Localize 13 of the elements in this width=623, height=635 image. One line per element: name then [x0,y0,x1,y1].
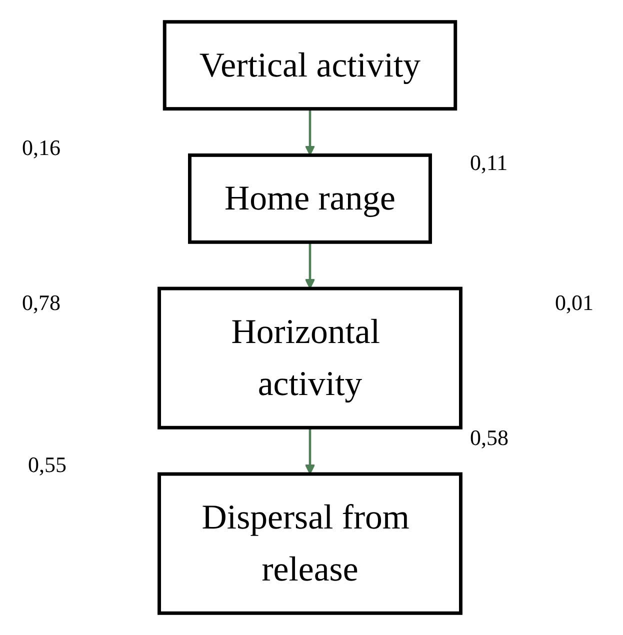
coefficient-label: 0,01 [555,290,594,316]
arrow [304,428,316,474]
arrow [304,108,316,156]
node-box: Home range [188,153,432,244]
coefficient-label: 0,58 [470,425,508,451]
coefficient-label: 0,78 [22,290,60,316]
coefficient-label: 0,16 [22,135,60,161]
coefficient-label: 0,11 [470,150,508,176]
arrow [304,242,316,289]
node-box: Horizontal activity [158,286,462,430]
coefficient-label: 0,55 [28,452,66,478]
node-box: Dispersal from release [158,472,462,615]
node-box: Vertical activity [162,20,458,111]
